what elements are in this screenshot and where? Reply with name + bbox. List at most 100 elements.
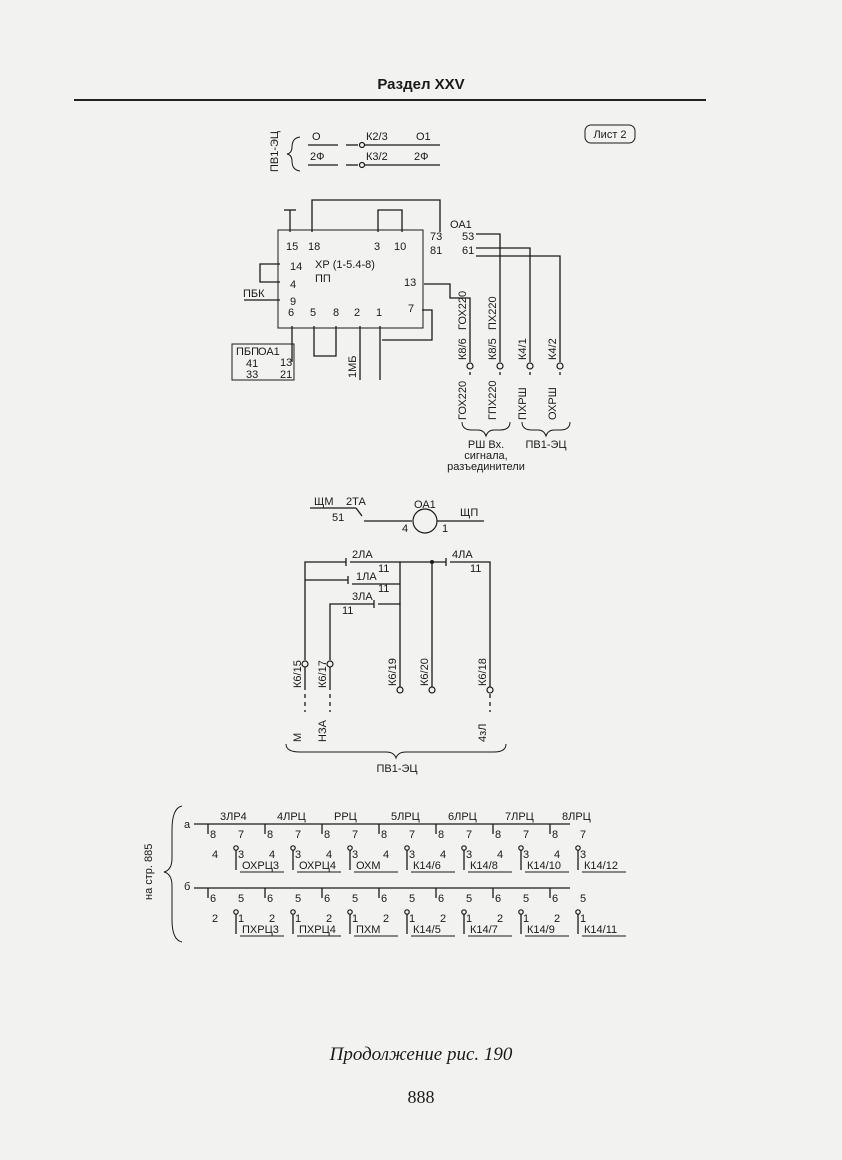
a-pin4-4: 4	[440, 849, 446, 861]
b-pin1-0: 1	[238, 913, 244, 925]
a-pin7-6: 7	[580, 829, 586, 841]
term-k6-15: К6/15	[292, 660, 304, 688]
oa1-label: ОА1	[450, 219, 472, 231]
fig1-contacts: ПВ1-ЭЦ О К2/3 О1 2Ф К3/2 2Ф	[269, 131, 440, 172]
b-pin5-2: 5	[352, 893, 358, 905]
b-pin6-1: 6	[267, 893, 273, 905]
out-a-4: К14/8	[470, 860, 498, 872]
b-pin5-3: 5	[409, 893, 415, 905]
b-pin6-3: 6	[381, 893, 387, 905]
la4-pin: 11	[470, 563, 481, 575]
pin-2: 2	[354, 307, 360, 319]
b-node-6	[575, 909, 581, 915]
b-pin2-6: 2	[554, 913, 560, 925]
b-pin6-2: 6	[324, 893, 330, 905]
pbp-33: 33	[246, 369, 258, 381]
pin-6: 6	[288, 307, 294, 319]
term-k6-17: К6/17	[317, 660, 329, 688]
oa1-73: 73	[430, 231, 442, 243]
term-k8-6: К8/6	[457, 338, 469, 360]
out-a-3: К14/6	[413, 860, 441, 872]
b-pin2-0: 2	[212, 913, 218, 925]
ext-m: М	[292, 733, 304, 742]
pin-13: 13	[404, 277, 416, 289]
mb-label: 1МБ	[347, 356, 359, 379]
fig3-shm: ЩМ	[314, 496, 333, 508]
b-node-2	[347, 909, 353, 915]
term-k4-1: К4/1	[517, 338, 529, 360]
la3-label: 3ЛА	[352, 591, 373, 603]
relay-sub: ПП	[315, 273, 331, 285]
a-pin4-0: 4	[212, 849, 218, 861]
fig3-pin1: 1	[442, 523, 448, 535]
group2-label: ПВ1-ЭЦ	[525, 439, 566, 451]
term-k6-19: К6/19	[387, 658, 399, 686]
pin-1: 1	[376, 307, 382, 319]
fig4-group-label: ПВ1-ЭЦ	[376, 763, 417, 775]
group1-line1: РШ Вх.	[468, 439, 504, 451]
out-b-6: К14/11	[584, 924, 617, 936]
a-pin4-6: 4	[554, 849, 560, 861]
pin-3: 3	[374, 241, 380, 253]
b-pin5-0: 5	[238, 893, 244, 905]
ext-oxrsh: ОХРШ	[547, 387, 559, 420]
fig1-r1-left: О	[312, 131, 321, 143]
group1-line2: сигнала,	[464, 450, 507, 462]
b-pin1-6: 1	[580, 913, 586, 925]
relay-label-1: 4ЛРЦ	[277, 811, 306, 823]
a-pin8-4: 8	[438, 829, 444, 841]
pin-5: 5	[310, 307, 316, 319]
b-pin2-5: 2	[497, 913, 503, 925]
a-pin8-0: 8	[210, 829, 216, 841]
a-pin4-5: 4	[497, 849, 503, 861]
b-node-0	[233, 909, 239, 915]
b-pin5-4: 5	[466, 893, 472, 905]
ext-gpx220: ГПХ220	[487, 380, 499, 420]
a-pin7-5: 7	[523, 829, 529, 841]
la2-pin: 11	[378, 563, 389, 575]
term-gox220-top: ГОХ220	[457, 291, 469, 330]
term-k6-18: К6/18	[477, 658, 489, 686]
a-pin3-6: 3	[580, 849, 586, 861]
a-pin8-1: 8	[267, 829, 273, 841]
oa1-81: 81	[430, 245, 442, 257]
pin-8: 8	[333, 307, 339, 319]
a-pin3-5: 3	[523, 849, 529, 861]
a-pin8-2: 8	[324, 829, 330, 841]
a-node-3	[404, 845, 410, 851]
pbp-41: 41	[246, 358, 258, 370]
pbp-13: 13	[280, 357, 292, 369]
fig3-2ta: 2ТА	[346, 496, 366, 508]
oa1-coil	[412, 508, 438, 534]
b-pin6-6: 6	[552, 893, 558, 905]
pin-4: 4	[290, 279, 296, 291]
sheet-label: Лист 2	[593, 129, 626, 141]
a-pin7-2: 7	[352, 829, 358, 841]
b-pin1-2: 1	[352, 913, 358, 925]
relay-label-0: 3ЛР4	[220, 811, 247, 823]
la1-pin: 11	[378, 583, 389, 595]
a-pin4-3: 4	[383, 849, 389, 861]
a-pin7-4: 7	[466, 829, 472, 841]
a-node-4	[461, 845, 467, 851]
relay-label-4: 6ЛРЦ	[448, 811, 477, 823]
out-b-2: ПХМ	[356, 924, 380, 936]
a-node-5	[518, 845, 524, 851]
a-pin3-0: 3	[238, 849, 244, 861]
a-pin3-3: 3	[409, 849, 415, 861]
ext-pxrsh: ПХРШ	[517, 387, 529, 420]
la4-label: 4ЛА	[452, 549, 473, 561]
term-k4-2: К4/2	[547, 338, 559, 360]
oa1-61: 61	[462, 245, 474, 257]
b-pin1-5: 1	[523, 913, 529, 925]
pbp-21: 21	[280, 369, 292, 381]
ext-nza: НЗА	[317, 719, 329, 742]
a-node-2	[347, 845, 353, 851]
relay-label-3: 5ЛРЦ	[391, 811, 420, 823]
a-pin3-2: 3	[352, 849, 358, 861]
fig3-oa1: ОА1	[414, 499, 436, 511]
pbp-label: ПБП	[236, 346, 259, 358]
